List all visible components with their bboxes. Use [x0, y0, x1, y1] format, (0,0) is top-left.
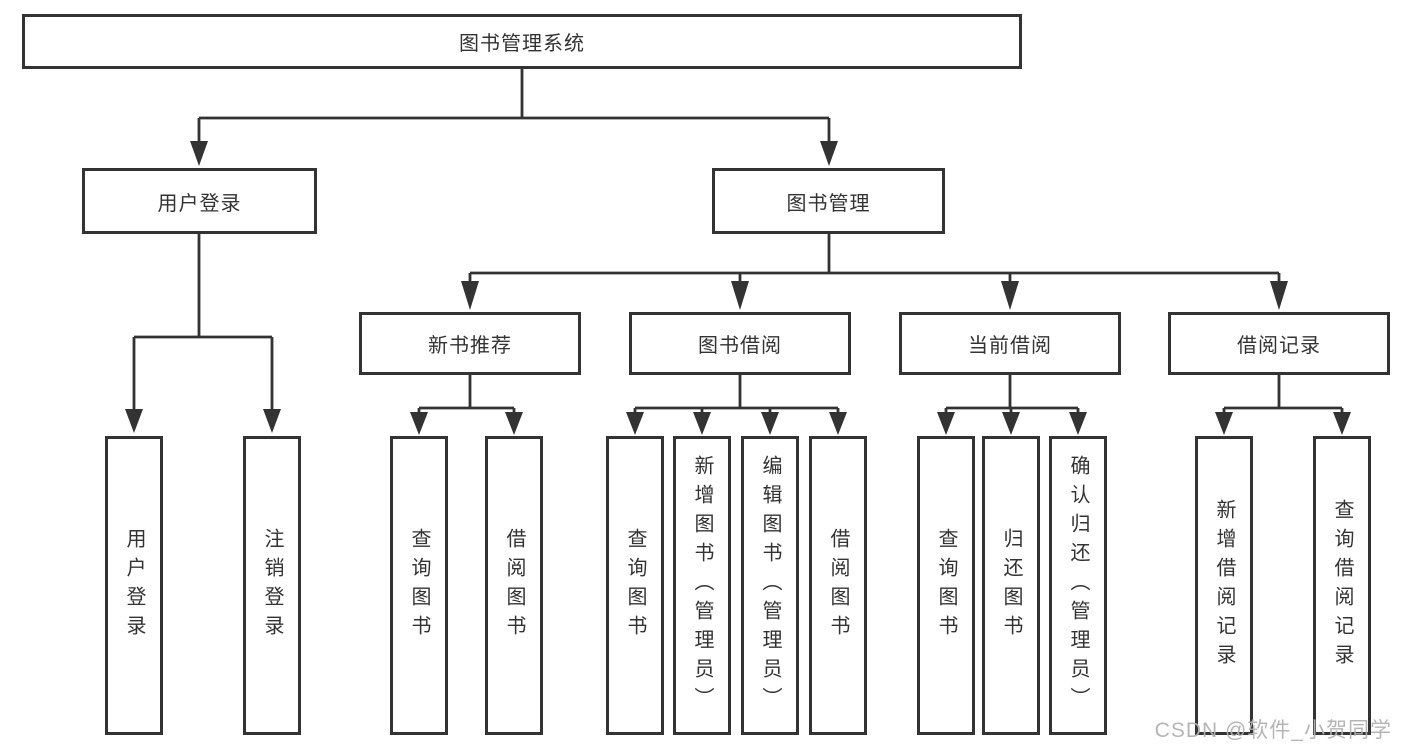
- leaf-edit-books-admin-label: 编辑图书（管理员）: [759, 455, 781, 716]
- csdn-watermark: CSDN @软件_小贺同学: [1154, 719, 1392, 742]
- connector-book-mgmt-to-level3: [468, 233, 1281, 283]
- leaf-confirm-return-admin-label: 确认归还（管理员）: [1067, 455, 1089, 716]
- connector-borrow-to-children: [633, 375, 840, 414]
- leaf-query-borrow-record-label: 查询借阅记录: [1331, 498, 1353, 673]
- connector-user-login-to-children: [132, 233, 274, 410]
- node-root-system: 图书管理系统: [22, 14, 1022, 69]
- node-borrow-records-label: 借阅记录: [1237, 335, 1321, 357]
- arrowhead-down-icon: [505, 412, 523, 435]
- arrowhead-down-icon: [461, 281, 479, 310]
- leaf-logout-label: 注销登录: [261, 527, 283, 644]
- leaf-query-borrow-record: 查询借阅记录: [1313, 436, 1371, 735]
- connector-current-to-children: [944, 375, 1080, 414]
- leaf-rec-query-books-label: 查询图书: [408, 527, 430, 644]
- leaf-confirm-return-admin: 确认归还（管理员）: [1049, 436, 1107, 735]
- leaf-rec-query-books: 查询图书: [390, 436, 448, 735]
- arrowhead-down-icon: [1069, 412, 1087, 435]
- arrowheads: [125, 141, 1351, 435]
- leaf-rec-borrow-books: 借阅图书: [485, 436, 543, 735]
- leaf-borrow-query-books-label: 查询图书: [624, 527, 646, 644]
- arrowhead-down-icon: [190, 141, 208, 166]
- arrowhead-down-icon: [829, 412, 847, 435]
- leaf-add-borrow-record: 新增借阅记录: [1195, 436, 1253, 735]
- node-book-management-label: 图书管理: [786, 192, 871, 215]
- connector-root-to-level2: [197, 68, 831, 142]
- node-new-book-recommend: 新书推荐: [359, 312, 581, 375]
- arrowhead-down-icon: [263, 409, 281, 433]
- node-user-login-label: 用户登录: [157, 192, 242, 215]
- leaf-add-borrow-record-label: 新增借阅记录: [1213, 498, 1235, 673]
- leaf-add-books-admin-label: 新增图书（管理员）: [691, 455, 713, 716]
- arrowhead-down-icon: [1215, 412, 1233, 435]
- arrowhead-down-icon: [1002, 412, 1020, 435]
- leaf-borrow-books-label: 借阅图书: [827, 527, 849, 644]
- arrowhead-down-icon: [820, 141, 838, 166]
- node-book-borrow-label: 图书借阅: [698, 335, 782, 357]
- arrowhead-down-icon: [1270, 281, 1288, 310]
- arrowhead-down-icon: [1333, 412, 1351, 435]
- leaf-borrow-query-books: 查询图书: [606, 436, 664, 735]
- arrowhead-down-icon: [1001, 281, 1019, 310]
- node-book-management: 图书管理: [712, 168, 945, 234]
- leaf-add-books-admin: 新增图书（管理员）: [673, 436, 731, 735]
- node-new-book-recommend-label: 新书推荐: [428, 335, 512, 357]
- leaf-current-query-books: 查询图书: [917, 436, 975, 735]
- leaf-borrow-books: 借阅图书: [809, 436, 867, 735]
- arrowhead-down-icon: [125, 409, 143, 433]
- leaf-user-login: 用户登录: [105, 436, 163, 735]
- node-book-borrow: 图书借阅: [629, 312, 851, 375]
- node-current-borrow: 当前借阅: [899, 312, 1121, 375]
- arrowhead-down-icon: [410, 412, 428, 435]
- arrowhead-down-icon: [626, 412, 644, 435]
- leaf-rec-borrow-books-label: 借阅图书: [503, 527, 525, 644]
- node-root-system-label: 图书管理系统: [459, 33, 585, 55]
- arrowhead-down-icon: [761, 412, 779, 435]
- node-current-borrow-label: 当前借阅: [968, 335, 1052, 357]
- leaf-logout: 注销登录: [243, 436, 301, 735]
- arrowhead-down-icon: [731, 281, 749, 310]
- arrowhead-down-icon: [693, 412, 711, 435]
- connector-records-to-children: [1222, 375, 1344, 414]
- leaf-user-login-label: 用户登录: [123, 527, 145, 644]
- leaf-return-books-label: 归还图书: [1000, 527, 1022, 644]
- connector-new-rec-to-children: [417, 375, 516, 414]
- leaf-return-books: 归还图书: [982, 436, 1040, 735]
- leaf-current-query-books-label: 查询图书: [935, 527, 957, 644]
- node-user-login: 用户登录: [82, 168, 317, 234]
- leaf-edit-books-admin: 编辑图书（管理员）: [741, 436, 799, 735]
- node-borrow-records: 借阅记录: [1168, 312, 1390, 375]
- arrowhead-down-icon: [937, 412, 955, 435]
